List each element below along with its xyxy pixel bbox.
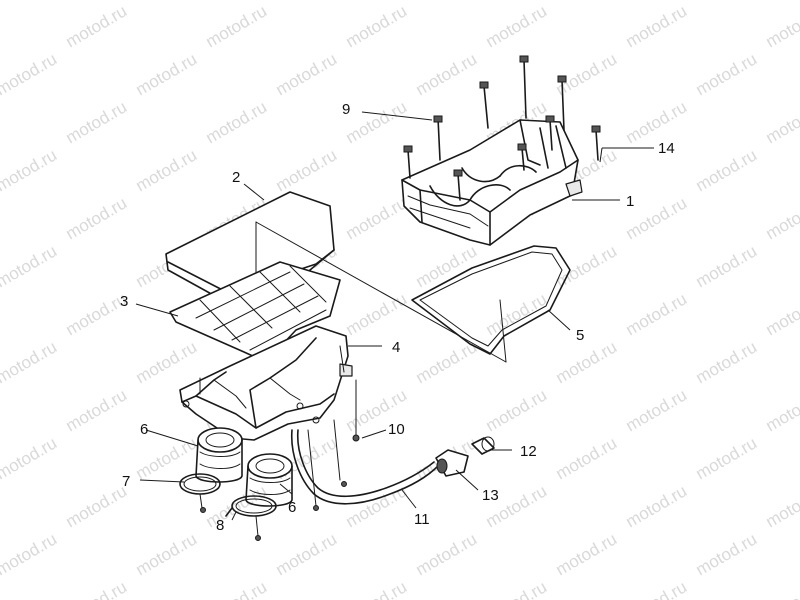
watermark-text: motod.ru — [483, 289, 551, 339]
watermark-text: motod.ru — [343, 577, 411, 600]
watermark-text: motod.ru — [273, 49, 341, 99]
part-6-intake-duct-right — [245, 453, 293, 507]
part-13-drain-valve — [435, 449, 469, 477]
leader-lines — [135, 111, 654, 521]
watermark-text: motod.ru — [623, 97, 691, 147]
callout-11: 11 — [414, 511, 430, 528]
part-3-filter-grid — [169, 261, 341, 363]
watermark-text: motod.ru — [693, 529, 761, 579]
watermark-text: motod.ru — [203, 97, 271, 147]
callout-4: 4 — [392, 339, 400, 356]
callout-2: 2 — [232, 169, 240, 186]
watermark-text: motod.ru — [623, 577, 691, 600]
watermark-text: motod.ru — [0, 433, 60, 483]
watermark-text: motod.ru — [0, 0, 60, 3]
watermark-text: motod.ru — [343, 97, 411, 147]
part-5-gasket — [255, 221, 571, 363]
watermark-text: motod.ru — [133, 145, 201, 195]
watermark-text: motod.ru — [133, 529, 201, 579]
watermark-text: motod.ru — [343, 193, 411, 243]
part-12-plug — [471, 436, 495, 455]
part-4-airbox-housing — [179, 325, 353, 441]
watermark-text: motod.ru — [763, 289, 800, 339]
callout-7: 7 — [122, 473, 130, 490]
watermark-text: motod.ru — [273, 145, 341, 195]
watermark-text: motod.ru — [483, 385, 551, 435]
watermark-text: motod.ru — [273, 0, 341, 3]
watermark-text: motod.ru — [763, 577, 800, 600]
watermark-text: motod.ru — [343, 289, 411, 339]
watermark-text: motod.ru — [693, 0, 761, 3]
watermark-text: motod.ru — [483, 577, 551, 600]
watermark-text: motod.ru — [273, 529, 341, 579]
watermark-text: motod.ru — [693, 49, 761, 99]
watermark-text: motod.ru — [763, 1, 800, 51]
watermark-text: motod.ru — [623, 481, 691, 531]
watermark-text: motod.ru — [693, 337, 761, 387]
watermark-text: motod.ru — [63, 577, 131, 600]
part-8-hose-clamp — [225, 495, 277, 541]
watermark-text: motod.ru — [763, 385, 800, 435]
watermark-text: motod.ru — [763, 481, 800, 531]
watermark-text: motod.ru — [413, 529, 481, 579]
watermark-text: motod.ru — [553, 433, 621, 483]
watermark-text: motod.ru — [0, 145, 60, 195]
callout-5: 5 — [576, 327, 584, 344]
watermark-text: motod.ru — [63, 193, 131, 243]
watermark-text: motod.ru — [0, 241, 60, 291]
watermark-text: motod.ru — [133, 0, 201, 3]
watermark-text: motod.ru — [63, 481, 131, 531]
callout-8: 8 — [216, 517, 224, 534]
part-1-airbox-cover — [401, 55, 601, 246]
watermark-text: motod.ru — [63, 97, 131, 147]
watermark-text: motod.ru — [413, 337, 481, 387]
watermark-text: motod.ru — [133, 337, 201, 387]
watermark-text: motod.ru — [343, 1, 411, 51]
watermark-text: motod.ru — [623, 385, 691, 435]
watermark-text: motod.ru — [693, 433, 761, 483]
watermark-text: motod.ru — [413, 241, 481, 291]
watermark-text: motod.ru — [483, 1, 551, 51]
part-10-nuts — [307, 379, 360, 511]
callout-labels: 1 2 3 4 5 6 6 7 8 9 10 11 12 13 14 — [120, 101, 675, 534]
watermark-text: motod.ru — [0, 49, 60, 99]
watermark-text: motod.ru — [693, 145, 761, 195]
part-7-hose-clamp — [179, 473, 221, 513]
callout-12: 12 — [520, 443, 537, 460]
watermark-text: motod.ru — [63, 1, 131, 51]
callout-14: 14 — [658, 140, 675, 157]
watermark-text: motod.ru — [413, 49, 481, 99]
callout-13: 13 — [482, 487, 499, 504]
watermark-text: motod.ru — [343, 481, 411, 531]
watermark-text: motod.ru — [413, 0, 481, 3]
callout-6a: 6 — [140, 421, 148, 438]
watermark-text: motod.ru — [623, 289, 691, 339]
watermark-text: motod.ru — [763, 97, 800, 147]
part-11-drain-hose — [290, 429, 439, 505]
watermark-text: motod.ru — [553, 337, 621, 387]
callout-1: 1 — [626, 193, 634, 210]
watermark-text: motod.ru — [623, 1, 691, 51]
watermark-text: motod.ru — [63, 385, 131, 435]
watermark-text: motod.ru — [553, 529, 621, 579]
watermark-text: motod.ru — [0, 529, 60, 579]
watermark-text: motod.ru — [553, 0, 621, 3]
watermark-text: motod.ru — [133, 49, 201, 99]
callout-6b: 6 — [288, 499, 296, 516]
watermark-text: motod.ru — [693, 241, 761, 291]
callout-10: 10 — [388, 421, 405, 438]
watermark-text: motod.ru — [203, 577, 271, 600]
watermark-text: motod.ru — [763, 193, 800, 243]
watermark-text: motod.ru — [0, 337, 60, 387]
callout-3: 3 — [120, 293, 128, 310]
callout-9: 9 — [342, 101, 350, 118]
watermark-text: motod.ru — [203, 1, 271, 51]
